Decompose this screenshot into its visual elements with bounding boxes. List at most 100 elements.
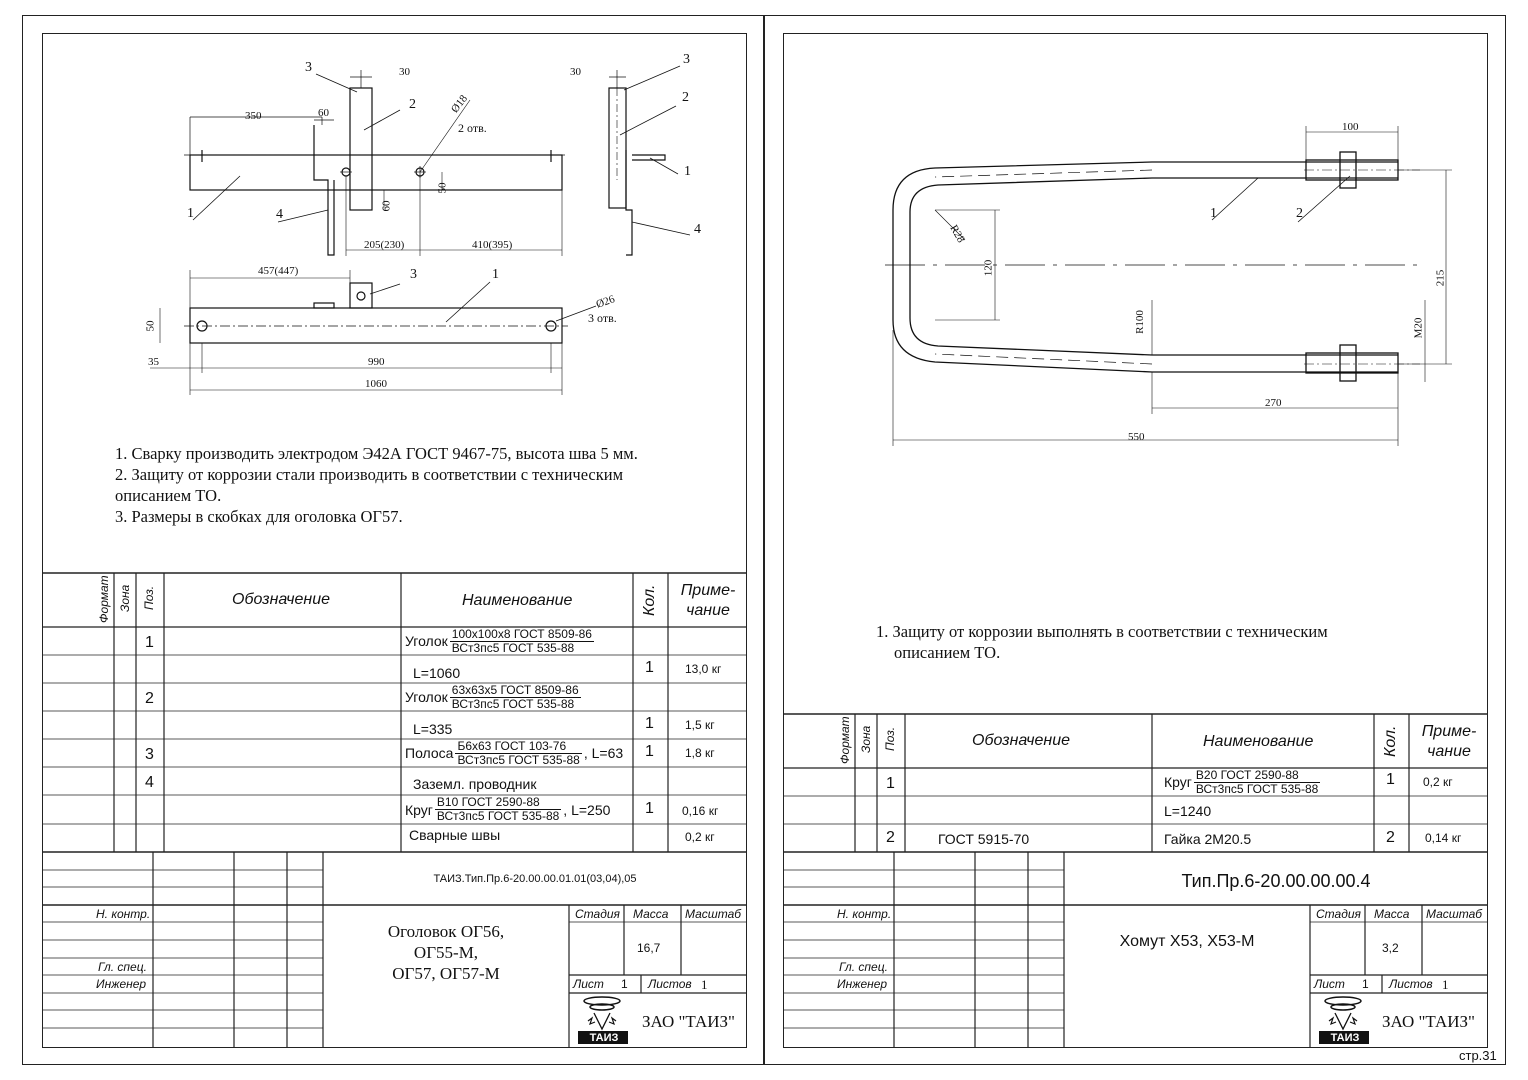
- insulator-logo-icon: [578, 996, 628, 1044]
- pos-label-3-bottom: 3: [410, 267, 417, 282]
- pos-label-4-side: 4: [694, 222, 701, 237]
- pos-label-1-side: 1: [684, 164, 691, 179]
- r-row3-pos: 2: [886, 829, 895, 846]
- row2-note: 13,0 кг: [685, 662, 722, 676]
- right-doc-code: Тип.Пр.6-20.00.00.00.4: [1181, 871, 1371, 891]
- row8-name: Сварные швы: [409, 827, 501, 843]
- row8-note: 0,2 кг: [685, 830, 715, 844]
- left-product-name: Оголовок ОГ56, ОГ55-М, ОГ57, ОГ57-М: [387, 922, 505, 983]
- col-designation: Обозначение: [232, 591, 331, 608]
- right-clamp-drawing: [885, 126, 1452, 446]
- note-2: 2. Защиту от коррозии стали производить …: [115, 465, 624, 484]
- r-col-zone: Зона: [859, 725, 873, 753]
- pos-label-3-side: 3: [683, 52, 690, 67]
- row1-pos: 1: [145, 634, 154, 651]
- left-company-name: ЗАО "ТАИЗ": [642, 1012, 735, 1031]
- dim-35: 35: [148, 356, 159, 368]
- insulator-logo-icon: [1319, 996, 1369, 1044]
- right-sheets-value: 1: [1442, 977, 1449, 992]
- left-mass-label: Масса: [633, 907, 669, 921]
- left-sheets-label: Листов: [648, 977, 692, 991]
- pos-label-2-clamp: 2: [1296, 206, 1303, 221]
- left-sheet-label: Лист: [573, 977, 604, 991]
- note-2b: описанием ТО.: [115, 486, 222, 505]
- holes-2: 2 отв.: [458, 121, 487, 135]
- row5-qty: 1: [645, 743, 654, 760]
- right-company-logo: ТАИЗ: [1313, 995, 1377, 1045]
- r-col-name: Наименование: [1203, 733, 1314, 750]
- right-note-1: 1. Защиту от коррозии выполнять в соотве…: [876, 622, 1328, 641]
- dim-270: 270: [1265, 397, 1282, 409]
- r-col-pos: Поз.: [883, 726, 897, 751]
- right-note-1b: описанием ТО.: [894, 643, 1001, 662]
- pos-label-3: 3: [305, 60, 312, 75]
- left-gl-spec: Гл. спец.: [98, 960, 147, 974]
- left-company-logo: ТАИЗ: [572, 995, 636, 1045]
- row2-name: L=1060: [413, 665, 461, 681]
- col-note: Приме- чание: [680, 582, 736, 619]
- left-mass-value: 16,7: [637, 941, 661, 955]
- r-row1-note: 0,2 кг: [1423, 775, 1453, 789]
- row5-note: 1,8 кг: [685, 746, 715, 760]
- sheet-divider: [763, 15, 765, 1065]
- r-row1-qty: 1: [1386, 771, 1395, 788]
- dim-550: 550: [1128, 431, 1145, 443]
- note-3: 3. Размеры в скобках для оголовка ОГ57.: [115, 507, 403, 526]
- row3-pos: 2: [145, 690, 154, 707]
- row6-pos: 4: [145, 774, 154, 791]
- r-row3-name: Гайка 2М20.5: [1164, 831, 1252, 847]
- left-n-kontr: Н. контр.: [96, 907, 151, 921]
- row6-name: Заземл. проводник: [413, 776, 537, 792]
- r-col-format: Формат: [838, 716, 852, 764]
- pos-label-1-bottom: 1: [492, 267, 499, 282]
- dim-30-side: 30: [570, 66, 581, 78]
- left-spec-grid: [42, 572, 747, 1048]
- row4-note: 1,5 кг: [685, 718, 715, 732]
- row4-name: L=335: [413, 721, 453, 737]
- left-doc-code: ТАИЗ.Тип.Пр.6-20.00.00.01.01(03,04),05: [433, 873, 637, 885]
- r-col-qty: Кол.: [1382, 725, 1399, 757]
- left-notes: 1. Сварку производить электродом Э42А ГО…: [115, 443, 735, 527]
- right-mass-value: 3,2: [1382, 941, 1399, 955]
- left-sheet-value: 1: [621, 977, 628, 991]
- row2-qty: 1: [645, 659, 654, 676]
- right-product-name: Хомут Х53, Х53-М: [1119, 933, 1255, 950]
- right-n-kontr: Н. контр.: [837, 907, 892, 921]
- row7-qty: 1: [645, 800, 654, 817]
- right-engineer: Инженер: [837, 977, 888, 991]
- note-1: 1. Сварку производить электродом Э42А ГО…: [115, 444, 638, 463]
- pos-label-1-clamp: 1: [1210, 206, 1217, 221]
- r-row2-name: L=1240: [1164, 803, 1212, 819]
- left-assembly-drawing: [150, 65, 691, 395]
- dim-30: 30: [399, 66, 410, 78]
- dim-350: 350: [245, 110, 262, 122]
- left-engineer: Инженер: [96, 977, 147, 991]
- r-col-designation: Обозначение: [972, 732, 1071, 749]
- right-sheet-frame: [783, 33, 1488, 1048]
- right-notes: 1. Защиту от коррозии выполнять в соотве…: [876, 621, 1476, 663]
- holes-3: 3 отв.: [588, 311, 617, 325]
- left-sheets-value: 1: [701, 977, 708, 992]
- right-stage-label: Стадия: [1316, 907, 1361, 921]
- right-gl-spec: Гл. спец.: [839, 960, 888, 974]
- left-sheet-frame: [42, 33, 747, 1048]
- dim-205: 205(230): [364, 239, 405, 251]
- r-row3-desig: ГОСТ 5915-70: [938, 831, 1030, 847]
- page-number: стр.31: [1459, 1048, 1497, 1063]
- right-sheet-label: Лист: [1314, 977, 1345, 991]
- pos-label-1: 1: [187, 206, 194, 221]
- pos-label-2-side: 2: [682, 90, 689, 105]
- dim-457: 457(447): [258, 265, 299, 277]
- dim-100: 100: [1342, 121, 1359, 133]
